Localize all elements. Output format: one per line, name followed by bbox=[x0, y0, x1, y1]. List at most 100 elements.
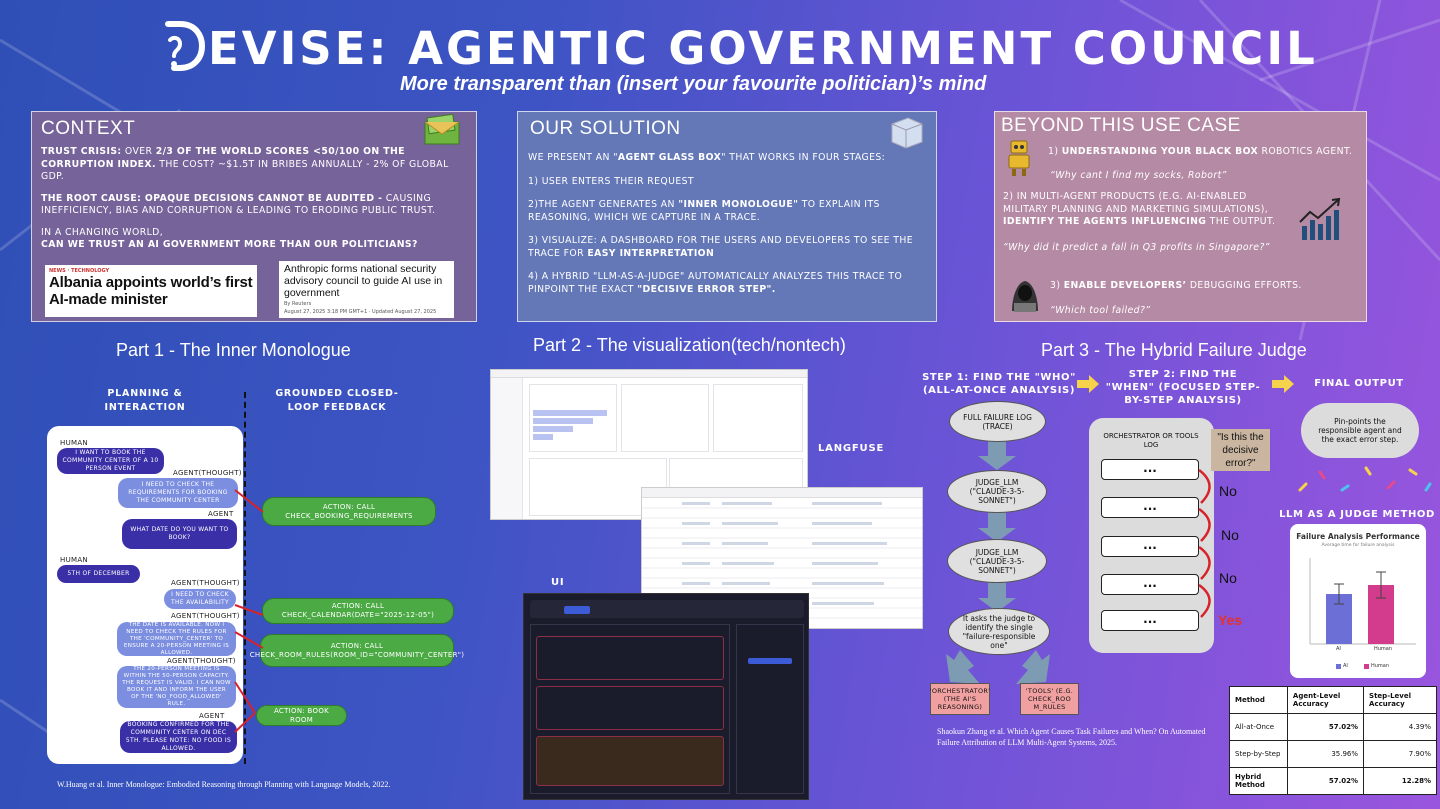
flow-node-failure-log: FULL FAILURE LOG (TRACE) bbox=[949, 401, 1046, 442]
poster-subtitle: More transparent than (insert your favou… bbox=[400, 73, 987, 95]
table-cell: 7.90% bbox=[1363, 740, 1437, 768]
chat-bubble-agent: WHAT DATE DO YOU WANT TO BOOK? bbox=[122, 519, 237, 549]
mini-chart-xtick: Human bbox=[1374, 646, 1393, 652]
speaker-label: AGENT(THOUGHT) bbox=[173, 469, 242, 477]
news-clipping-albania: NEWS · TECHNOLOGY Albania appoints world… bbox=[45, 265, 257, 317]
arrow-right-icon bbox=[1077, 375, 1099, 393]
context-paragraph-3: In a changing world,can we trust an AI g… bbox=[41, 226, 418, 251]
answer-no: No bbox=[1219, 570, 1237, 586]
step2-heading: STEP 2: FIND THE "WHEN" (FOCUSED STEP-BY… bbox=[1105, 369, 1261, 406]
beyond-item-1: 1) Understanding your black box robotics… bbox=[1048, 146, 1353, 157]
table-cell: 4.39% bbox=[1363, 713, 1437, 741]
news-clipping-anthropic: Anthropic forms national security adviso… bbox=[279, 261, 454, 318]
beyond-heading: BEYOND THIS USE CASE bbox=[1001, 115, 1241, 136]
table-cell: 57.02% bbox=[1286, 767, 1365, 795]
table-row: Step-by-Step 35.96% 7.90% bbox=[1229, 740, 1437, 768]
action-book-room: ACTION: BOOK ROOM bbox=[256, 705, 347, 726]
solution-stage-4: 4) A Hybrid "LLM-as-a-Judge" automatical… bbox=[528, 271, 903, 295]
log-panel-title: ORCHESTRATOR OR TOOLS LOG bbox=[1103, 432, 1199, 449]
speaker-label: HUMAN bbox=[60, 556, 88, 564]
answer-no: No bbox=[1219, 483, 1237, 499]
citation-zhang: Shaokun Zhang et al. Which Agent Causes … bbox=[937, 727, 1206, 747]
results-table: Method Agent-Level Accuracy Step-Level A… bbox=[1229, 686, 1437, 795]
trend-chart-icon bbox=[1299, 197, 1341, 240]
log-row: ... bbox=[1101, 610, 1199, 631]
table-row: Hybrid Method 57.02% 12.28% bbox=[1229, 767, 1437, 795]
part1-title: Part 1 - The Inner Monologue bbox=[116, 340, 351, 360]
chat-bubble-thought: THE DATE IS AVAILABLE. NOW I NEED TO CHE… bbox=[117, 622, 236, 656]
table-row: All-at-Once 57.02% 4.39% bbox=[1229, 713, 1437, 741]
table-header: Method bbox=[1229, 686, 1288, 714]
chat-bubble-agent: BOOKING CONFIRMED FOR THE COMMUNITY CENT… bbox=[120, 721, 237, 753]
action-check-room-rules: ACTION: CALL CHECK_ROOM_RULES(ROOM_ID="C… bbox=[250, 634, 464, 667]
mini-chart-subtitle: Average time for failure analysis bbox=[1321, 543, 1395, 548]
answer-no: No bbox=[1221, 527, 1239, 543]
log-row: ... bbox=[1101, 497, 1199, 518]
poster-title: EVISE: AGENTIC GOVERNMENT COUNCIL bbox=[208, 22, 1318, 75]
chat-bubble-thought: I NEED TO CHECK THE AVAILABILITY bbox=[164, 589, 236, 609]
solution-stage-2: 2)The agent generates an "inner monologu… bbox=[528, 199, 880, 223]
solution-heading: OUR SOLUTION bbox=[530, 118, 681, 139]
glass-box-icon bbox=[891, 117, 923, 149]
table-cell: 57.02% bbox=[1286, 713, 1365, 741]
robot-icon bbox=[1008, 140, 1030, 176]
flow-node-identify: It asks the judge to identify the single… bbox=[948, 608, 1050, 655]
context-paragraph-1: Trust crisis: over 2/3 of the world scor… bbox=[41, 146, 449, 182]
context-paragraph-2: The Root Cause: Opaque decisions cannot … bbox=[41, 192, 436, 217]
table-cell: 12.28% bbox=[1363, 767, 1437, 795]
speaker-label: AGENT bbox=[208, 510, 234, 518]
mini-chart-legend-human: Human bbox=[1371, 663, 1390, 669]
column-heading-feedback: GROUNDED CLOSED-LOOP FEEDBACK bbox=[275, 388, 399, 413]
table-cell: All-at-Once bbox=[1229, 713, 1288, 741]
chat-bubble-thought: I NEED TO CHECK THE REQUIREMENTS FOR BOO… bbox=[118, 478, 238, 508]
solution-panel: OUR SOLUTION We present an "Agent Glass … bbox=[517, 111, 937, 322]
speaker-label: AGENT(THOUGHT) bbox=[167, 657, 236, 665]
ui-label: UI bbox=[551, 577, 565, 588]
ui-dashboard-screenshot bbox=[523, 593, 809, 800]
speaker-label: AGENT(THOUGHT) bbox=[171, 579, 240, 587]
final-output-heading: FINAL OUTPUT bbox=[1314, 378, 1404, 389]
failure-analysis-chart: Failure Analysis Performance Average tim… bbox=[1290, 524, 1426, 678]
solution-stage-1: 1) User enters their request bbox=[528, 175, 695, 187]
beyond-quote-2: “Why did it predict a fall in Q3 profits… bbox=[1003, 242, 1270, 253]
log-row: ... bbox=[1101, 459, 1199, 480]
context-heading: CONTEXT bbox=[41, 118, 136, 139]
table-cell: Hybrid Method bbox=[1229, 767, 1288, 795]
action-check-booking-requirements: ACTION: CALL CHECK_BOOKING_REQUIREMENTS bbox=[262, 497, 436, 526]
solution-intro: We present an "Agent Glass Box" that wor… bbox=[528, 152, 886, 163]
mini-chart-legend-ai: AI bbox=[1343, 663, 1348, 669]
confetti-decoration bbox=[1298, 466, 1432, 492]
chat-bubble-human: 5TH OF DECEMBER bbox=[57, 565, 140, 583]
log-row: ... bbox=[1101, 536, 1199, 557]
money-envelope-icon bbox=[424, 114, 460, 145]
action-check-calendar: ACTION: CALL CHECK_CALENDAR(DATE="2025-1… bbox=[262, 598, 454, 624]
column-heading-planning: PLANNING & INTERACTION bbox=[104, 388, 186, 413]
table-header: Agent-Level Accuracy bbox=[1286, 686, 1365, 714]
chat-bubble-human: I WANT TO BOOK THE COMMUNITY CENTER OF A… bbox=[57, 448, 164, 474]
chat-bubble-thought: THE 20-PERSON MEETING IS WITHIN THE 50-P… bbox=[117, 666, 236, 708]
mini-chart-title: Failure Analysis Performance bbox=[1296, 532, 1420, 541]
log-row: ... bbox=[1101, 574, 1199, 595]
table-header: Step-Level Accuracy bbox=[1363, 686, 1437, 714]
step1-heading: STEP 1: FIND THE "WHO" (ALL-AT-ONCE ANAL… bbox=[922, 372, 1076, 396]
solution-stage-3: 3) Visualize: A dashboard for the users … bbox=[528, 235, 914, 259]
output-orchestrator: 'ORCHESTRATOR' (THE AI'S REASONING) bbox=[930, 683, 990, 715]
part3-title: Part 3 - The Hybrid Failure Judge bbox=[1041, 340, 1307, 360]
speaker-label: HUMAN bbox=[60, 439, 88, 447]
table-cell: 35.96% bbox=[1286, 740, 1365, 768]
flow-arrows bbox=[946, 438, 1050, 684]
hacker-icon bbox=[1012, 281, 1038, 312]
flow-node-judge-2: JUDGE_LLM ("CLAUDE-3-5-SONNET") bbox=[947, 539, 1047, 583]
chat-action-connectors bbox=[234, 489, 264, 733]
table-cell: Step-by-Step bbox=[1229, 740, 1288, 768]
devise-logo-icon bbox=[165, 21, 206, 71]
final-output-cloud: Pin-points the responsible agent and the… bbox=[1301, 403, 1419, 458]
beyond-item-2: 2) In multi-agent products (e.g. AI-enab… bbox=[1003, 191, 1276, 227]
mini-chart-xtick: AI bbox=[1336, 646, 1341, 652]
arrow-right-icon bbox=[1272, 375, 1294, 393]
speaker-label: AGENT(THOUGHT) bbox=[171, 612, 240, 620]
beyond-quote-1: “Why cant I find my socks, Robort” bbox=[1050, 170, 1227, 181]
speaker-label: AGENT bbox=[199, 712, 225, 720]
question-arrows bbox=[1198, 469, 1211, 618]
langfuse-label: LANGFUSE bbox=[818, 443, 885, 454]
